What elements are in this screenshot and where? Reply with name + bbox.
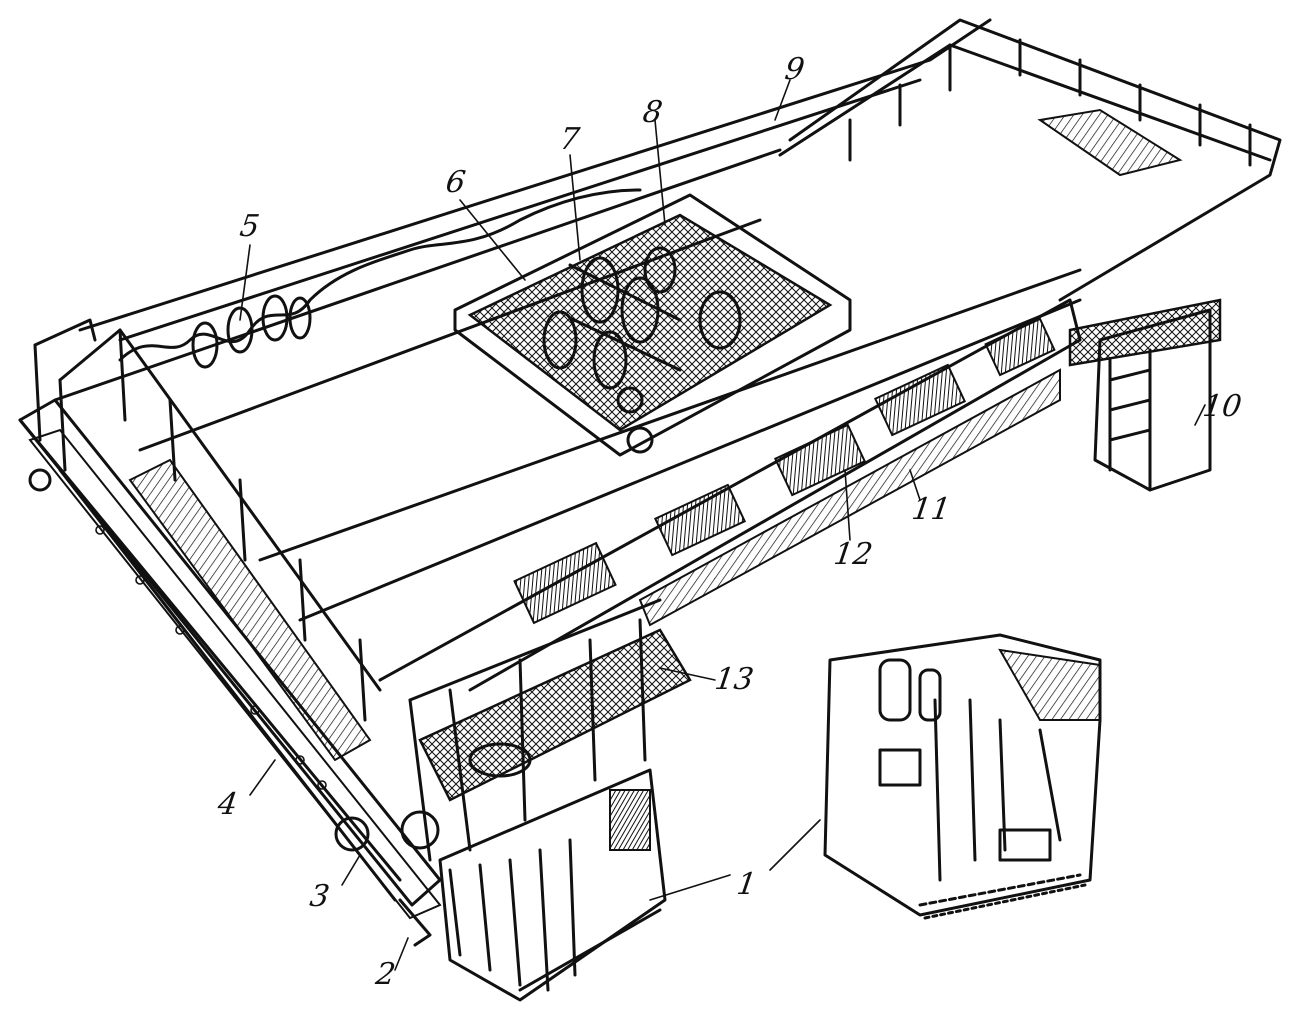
callout-13: 13 xyxy=(712,662,756,697)
cable-festoon xyxy=(118,188,642,369)
front-girder xyxy=(18,148,782,920)
front-walkway xyxy=(33,318,382,762)
callout-5: 5 xyxy=(237,209,262,244)
callout-3: 3 xyxy=(307,879,332,914)
trolley xyxy=(453,193,852,457)
cab-detail xyxy=(823,633,1102,920)
hoist-drum xyxy=(542,246,742,454)
callout-9: 9 xyxy=(782,52,807,87)
drive-platform xyxy=(334,598,692,862)
leader-lines xyxy=(239,79,1206,971)
operator-cab xyxy=(438,768,667,1002)
end-platform xyxy=(778,18,1282,492)
callout-1: 1 xyxy=(734,867,759,902)
callout-8: 8 xyxy=(640,95,665,130)
callout-11: 11 xyxy=(909,492,953,527)
rear-girder xyxy=(78,18,1082,622)
callout-2: 2 xyxy=(373,957,398,992)
callout-10: 10 xyxy=(1200,389,1244,424)
callout-7: 7 xyxy=(557,122,582,157)
rail xyxy=(398,898,432,947)
callout-4: 4 xyxy=(215,787,240,822)
callout-6: 6 xyxy=(443,165,468,200)
right-girder xyxy=(378,298,1082,692)
callout-12: 12 xyxy=(831,537,875,572)
